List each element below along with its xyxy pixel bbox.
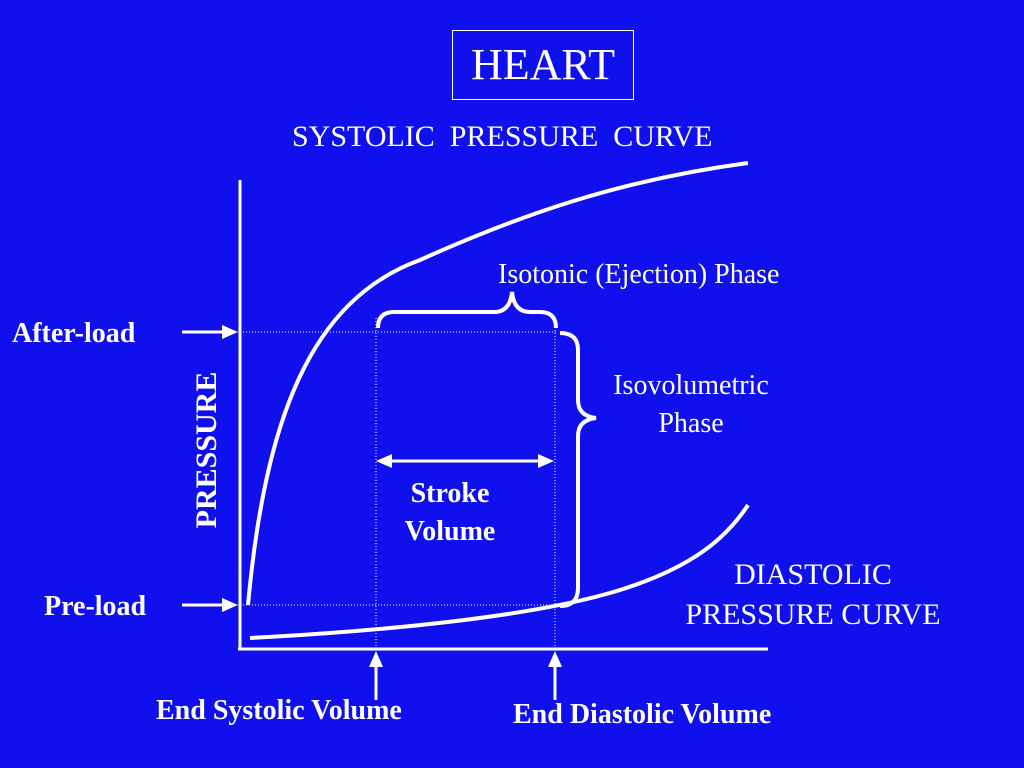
isotonic-phase-label: Isotonic (Ejection) Phase [498,259,780,290]
page-title: HEART [470,40,615,89]
preload-arrowhead [222,598,238,612]
afterload-arrowhead [222,325,238,339]
isovolumetric-phase-label: Isovolumetric Phase [583,372,799,438]
diastolic-curve [249,503,750,640]
title-box: HEART [452,30,634,100]
end-systolic-volume-label: End Systolic Volume [156,695,402,726]
systolic-curve-label: SYSTOLIC PRESSURE CURVE [292,120,713,153]
diastolic-line-2: PRESSURE CURVE [685,598,941,631]
isovolumetric-brace [559,331,597,608]
afterload-label: After-load [12,318,136,349]
systolic-curve [246,161,749,606]
stroke-volume-line-1: Stroke [410,478,490,509]
preload-label: Pre-load [44,591,147,622]
y-axis-label: PRESSURE [190,371,223,529]
stroke-volume-label: Stroke Volume [380,480,520,546]
stroke-volume-line-2: Volume [404,516,496,547]
isotonic-brace [376,291,558,329]
isovolumetric-line-2: Phase [658,408,724,439]
end-diastolic-volume-label: End Diastolic Volume [513,699,772,730]
end-systolic-arrowhead [369,651,383,667]
isovolumetric-line-1: Isovolumetric [613,370,769,401]
end-diastolic-arrowhead [548,651,562,667]
stroke-volume-arrowhead-left [376,454,392,468]
stroke-volume-arrowhead-right [538,454,554,468]
diastolic-curve-label: DIASTOLIC PRESSURE CURVE [648,560,978,630]
diastolic-line-1: DIASTOLIC [734,558,892,591]
